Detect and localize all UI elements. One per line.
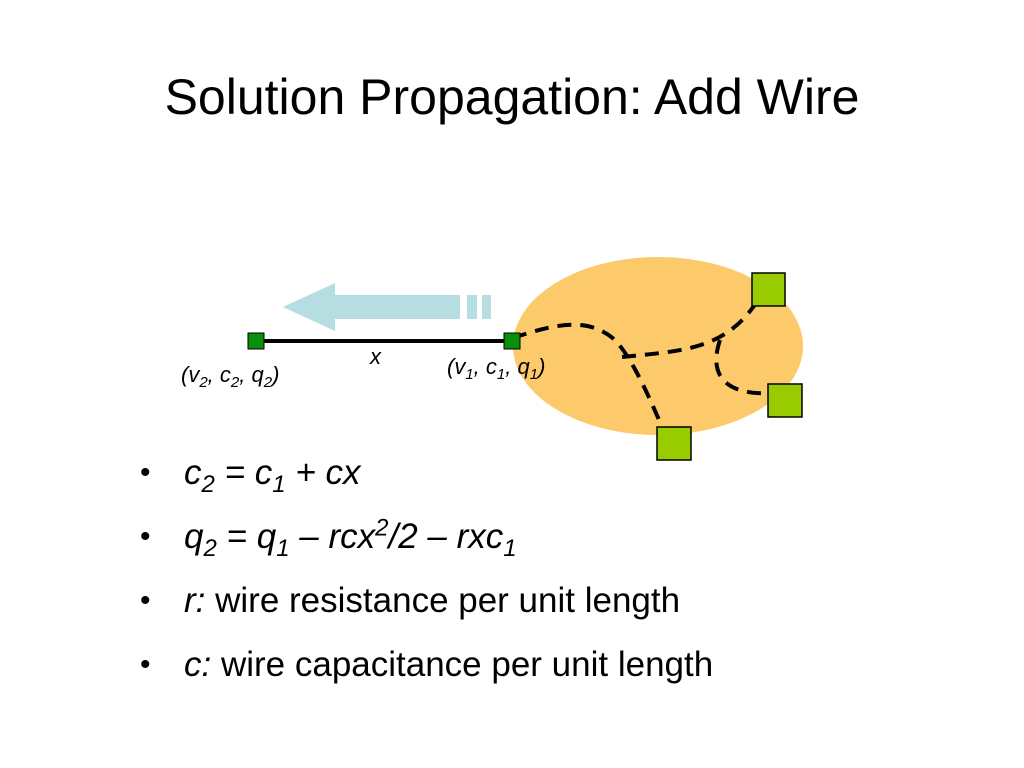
formula-c2: c2 = c1 + cx xyxy=(184,453,361,498)
right-node xyxy=(503,332,521,350)
bullet-item-q2: • q2 = q1 – rcx2/2 – rxc1 xyxy=(140,512,713,576)
arrow-dash xyxy=(467,295,477,319)
bullet-item-c2: • c2 = c1 + cx xyxy=(140,448,713,512)
arrow-dash xyxy=(482,295,491,319)
tuple-sub: 1 xyxy=(530,366,538,383)
right-tuple-label: (v1, c1, q1) xyxy=(447,354,545,383)
subtree-region xyxy=(513,257,803,435)
tuple-v: v xyxy=(188,362,201,387)
left-tuple-label: (v2, c2, q2) xyxy=(181,362,279,391)
definition-r: wire resistance per unit length xyxy=(205,581,681,620)
tuple-q: q xyxy=(251,362,264,387)
tuple-v: v xyxy=(454,354,467,379)
bullet-item-r: • r: wire resistance per unit length xyxy=(140,576,713,640)
tuple-sub: 2 xyxy=(230,374,240,391)
propagation-arrow xyxy=(283,283,491,331)
left-node xyxy=(247,332,265,350)
bullet-item-c: • c: wire capacitance per unit length xyxy=(140,640,713,704)
tuple-sub: 1 xyxy=(465,366,473,383)
tuple-c: c xyxy=(486,354,497,379)
bullet-dot: • xyxy=(140,456,151,489)
formula-q2: q2 = q1 – rcx2/2 – rxc1 xyxy=(184,514,517,562)
tuple-sub: 2 xyxy=(198,374,208,391)
tuple-c: c xyxy=(220,362,231,387)
arrow-head xyxy=(283,283,460,331)
sink-top xyxy=(751,272,786,307)
term-c: c: xyxy=(184,645,212,684)
sink-bottom xyxy=(656,426,692,461)
bullet-dot: • xyxy=(140,520,151,553)
slide-title: Solution Propagation: Add Wire xyxy=(164,69,860,125)
bullet-dot: • xyxy=(140,648,151,681)
term-r: r: xyxy=(184,581,206,620)
definition-c: wire capacitance per unit length xyxy=(211,645,714,684)
wire-length-label: x xyxy=(369,344,382,369)
tuple-sub: 1 xyxy=(497,366,505,383)
bullet-dot: • xyxy=(140,584,151,617)
tuple-q: q xyxy=(517,354,530,379)
bullet-list: • c2 = c1 + cx • q2 = q1 – rcx2/2 – rxc1… xyxy=(140,448,713,704)
tuple-sub: 2 xyxy=(263,374,273,391)
sink-right xyxy=(767,383,803,418)
